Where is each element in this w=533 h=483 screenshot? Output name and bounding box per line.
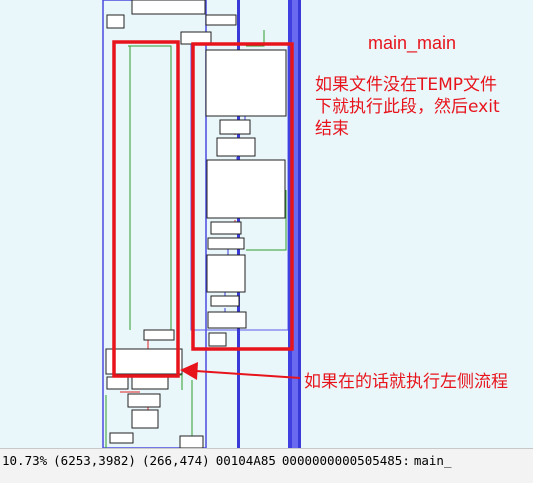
edge-true bbox=[246, 190, 287, 251]
zoom-level: 10.73% bbox=[2, 453, 48, 468]
code-block[interactable] bbox=[205, 49, 287, 117]
code-block[interactable] bbox=[206, 254, 246, 293]
graph-view[interactable]: main_main 如果文件没在TEMP文件 下就执行此段，然后exit 结束 … bbox=[0, 0, 533, 448]
annotation-top-line: 下就执行此段，然后exit bbox=[315, 97, 500, 117]
function-name-label: main_main bbox=[368, 33, 457, 53]
code-block[interactable] bbox=[210, 295, 240, 307]
code-block[interactable] bbox=[206, 159, 286, 219]
code-block[interactable] bbox=[219, 119, 251, 135]
status-bar: 10.73% (6253,3982) (266,474) 00104A85 000000… bbox=[0, 448, 533, 483]
scroll-stripe bbox=[288, 0, 292, 448]
current-function: main_ bbox=[413, 453, 452, 468]
scroll-stripe bbox=[292, 0, 298, 448]
code-block[interactable] bbox=[180, 31, 212, 45]
annotation-top: 如果文件没在TEMP文件 下就执行此段，然后exit 结束 bbox=[315, 74, 500, 140]
address: 0000000000505485: bbox=[281, 453, 410, 468]
highlight-right-branch bbox=[191, 42, 294, 351]
code-block[interactable] bbox=[208, 332, 227, 347]
annotation-bottom: 如果在的话就执行左侧流程 bbox=[304, 372, 508, 392]
code-block[interactable] bbox=[127, 393, 161, 408]
code-block[interactable] bbox=[106, 376, 129, 390]
code-block[interactable] bbox=[143, 329, 175, 341]
code-block[interactable] bbox=[109, 432, 134, 444]
code-block[interactable] bbox=[131, 0, 206, 15]
code-block[interactable] bbox=[210, 221, 242, 235]
code-block[interactable] bbox=[106, 14, 125, 29]
code-block[interactable] bbox=[179, 435, 204, 448]
annotation-arrow-head bbox=[180, 362, 198, 380]
file-offset: 00104A85 bbox=[215, 453, 276, 468]
annotation-top-line: 结束 bbox=[315, 119, 349, 139]
scroll-stripe bbox=[298, 0, 301, 448]
code-block[interactable] bbox=[131, 409, 159, 429]
edge-true bbox=[246, 30, 265, 47]
code-block[interactable] bbox=[207, 237, 245, 250]
code-block[interactable] bbox=[207, 311, 247, 329]
status-text: 10.73% (6253,3982) (266,474) 00104A85 000000… bbox=[2, 453, 457, 468]
edge-true bbox=[128, 45, 172, 330]
view-coordinates: (266,474) bbox=[141, 453, 210, 468]
code-block[interactable] bbox=[216, 137, 256, 157]
code-block[interactable] bbox=[205, 14, 237, 26]
graph-canvas[interactable] bbox=[0, 0, 533, 448]
highlight-left-branch bbox=[112, 40, 180, 378]
function-frame bbox=[102, 0, 207, 448]
annotation-top-line: 如果文件没在TEMP文件 bbox=[315, 75, 498, 95]
mouse-coordinates: (6253,3982) bbox=[53, 453, 136, 468]
code-block[interactable] bbox=[131, 376, 169, 390]
annotation-arrow-line bbox=[195, 370, 301, 379]
code-block[interactable] bbox=[105, 348, 183, 375]
